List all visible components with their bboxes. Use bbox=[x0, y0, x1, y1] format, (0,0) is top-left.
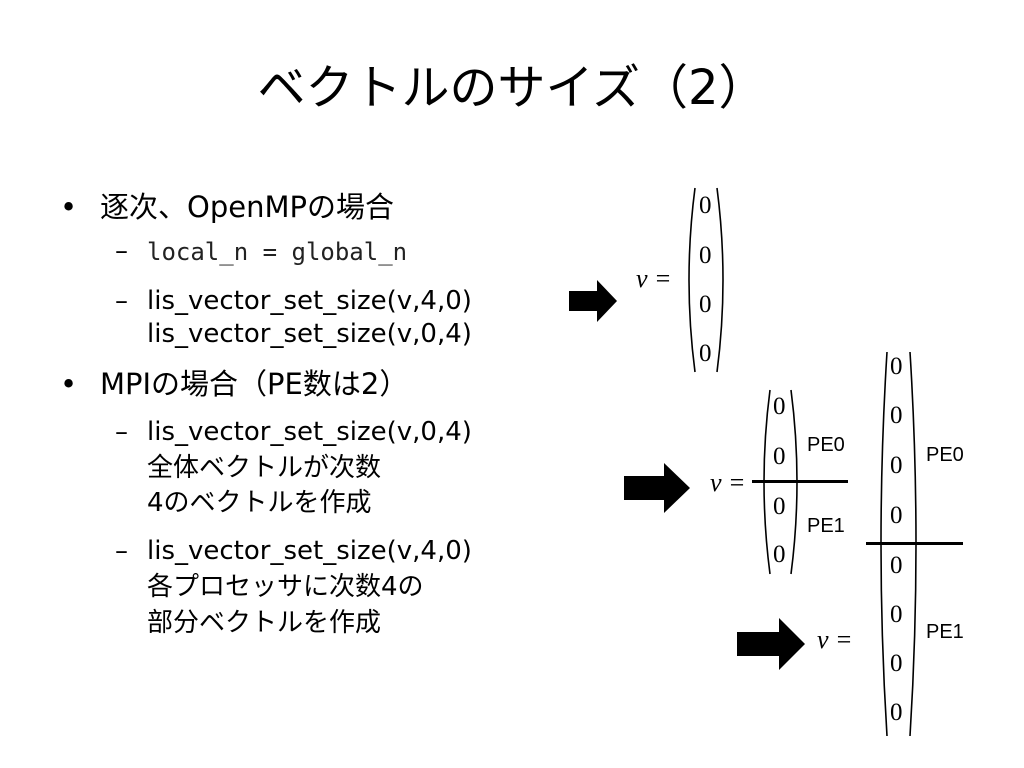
pe1-label: PE1 bbox=[807, 515, 845, 537]
partition-line bbox=[752, 480, 848, 483]
description-line: 部分ベクトルを作成 bbox=[147, 608, 382, 638]
right-arrow-icon bbox=[737, 618, 805, 670]
bullet-mpi: MPIの場合（PE数は2） bbox=[100, 367, 409, 401]
vector-element: 0 bbox=[699, 242, 712, 269]
partition-line bbox=[866, 542, 963, 545]
bullet-marker: • bbox=[60, 367, 78, 401]
sub-bullet-marker: – bbox=[115, 286, 128, 316]
pe1-label: PE1 bbox=[926, 621, 964, 643]
vector-label: v = bbox=[636, 264, 672, 293]
right-paren bbox=[716, 187, 724, 373]
sub-bullet-marker: – bbox=[115, 417, 128, 447]
right-arrow-icon bbox=[569, 280, 617, 322]
bullet-marker: • bbox=[60, 190, 78, 224]
vector-element: 0 bbox=[699, 291, 712, 318]
code-set-size-0-4: lis_vector_set_size(v,0,4) bbox=[147, 319, 472, 349]
slide-title: ベクトルのサイズ（2） bbox=[257, 60, 767, 116]
vector-element: 0 bbox=[890, 402, 903, 429]
sub-bullet-marker: – bbox=[115, 536, 128, 566]
vector-element: 0 bbox=[890, 502, 903, 529]
vector-element: 0 bbox=[890, 601, 903, 628]
description-line: 全体ベクトルが次数 bbox=[147, 453, 382, 483]
right-arrow-icon bbox=[624, 463, 690, 513]
code-set-size-4-0: lis_vector_set_size(v,4,0) bbox=[147, 536, 472, 566]
vector-element: 0 bbox=[773, 393, 786, 420]
code-set-size-4-0: lis_vector_set_size(v,4,0) bbox=[147, 286, 472, 316]
vector-element: 0 bbox=[773, 493, 786, 520]
vector-element: 0 bbox=[890, 452, 903, 479]
description-line: 各プロセッサに次数4の bbox=[147, 572, 424, 602]
sub-bullet-marker: – bbox=[115, 236, 128, 266]
vector-element: 0 bbox=[890, 650, 903, 677]
vector-element: 0 bbox=[773, 541, 786, 568]
vector-element: 0 bbox=[890, 552, 903, 579]
description-line: 4のベクトルを作成 bbox=[147, 488, 372, 518]
vector-element: 0 bbox=[773, 443, 786, 470]
pe0-label: PE0 bbox=[926, 444, 964, 466]
pe0-label: PE0 bbox=[807, 434, 845, 456]
vector-element: 0 bbox=[890, 699, 903, 726]
vector-element: 0 bbox=[699, 340, 712, 367]
vector-element: 0 bbox=[699, 192, 712, 219]
code-local-n: local_n = global_n bbox=[147, 238, 408, 266]
vector-element: 0 bbox=[890, 353, 903, 380]
code-set-size-0-4: lis_vector_set_size(v,0,4) bbox=[147, 417, 472, 447]
bullet-sequential-openmp: 逐次、OpenMPの場合 bbox=[100, 190, 394, 224]
vector-label: v = bbox=[817, 625, 853, 654]
vector-label: v = bbox=[710, 468, 746, 497]
left-paren bbox=[688, 187, 696, 373]
